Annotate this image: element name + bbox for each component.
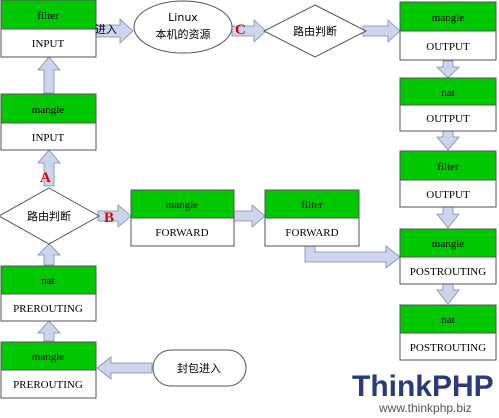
- chain-label: FORWARD: [285, 227, 338, 239]
- table-label: filter: [37, 10, 59, 22]
- chain-label: OUTPUT: [426, 113, 470, 125]
- arrow-routing-to-output: [362, 19, 401, 43]
- routing-decision-left: 路由判断: [0, 187, 101, 245]
- arrow-filter-output-down: [436, 206, 460, 229]
- mark-a: A: [40, 170, 51, 186]
- arrow-mangle-fwd-to-filter-fwd: [233, 204, 266, 228]
- box-filter-output: filter OUTPUT: [399, 150, 497, 208]
- box-nat-prerouting: nat PREROUTING: [0, 265, 97, 322]
- arrow-routing-left-up: [37, 149, 61, 187]
- arrow-packet-in: [96, 356, 153, 380]
- table-label: mangle: [32, 104, 64, 116]
- chain-label: INPUT: [32, 132, 65, 144]
- table-label: filter: [301, 199, 323, 211]
- mark-b: B: [104, 210, 114, 226]
- watermark-url: www.thinkphp.biz: [378, 401, 472, 415]
- box-mangle-output: mangle OUTPUT: [399, 1, 497, 61]
- table-label: nat: [41, 275, 54, 287]
- chain-label: PREROUTING: [13, 379, 83, 391]
- packet-in-node: 封包进入: [152, 349, 247, 387]
- mark-c: C: [235, 22, 246, 38]
- table-label: nat: [441, 87, 454, 99]
- chain-label: POSTROUTING: [410, 342, 486, 354]
- routing-decision-top: 路由判断: [262, 4, 368, 58]
- arrow-mangle-input-up: [37, 56, 61, 94]
- watermark-brand: ThinkPHP: [352, 370, 494, 403]
- local-line1: Linux: [168, 11, 198, 24]
- arrow-routing-to-forward: [97, 204, 132, 228]
- chain-label: INPUT: [32, 38, 65, 50]
- table-label: mangle: [32, 351, 64, 363]
- chain-label: POSTROUTING: [410, 266, 486, 278]
- table-label: mangle: [166, 199, 198, 211]
- local-line2: 本机的资源: [156, 27, 211, 41]
- arrow-input-to-local: [95, 18, 134, 44]
- chain-label: OUTPUT: [426, 189, 470, 201]
- box-nat-postrouting: nat POSTROUTING: [399, 304, 497, 361]
- arrow-mangle-post-down: [436, 283, 460, 305]
- box-nat-output: nat OUTPUT: [399, 77, 497, 132]
- packet-in-label: 封包进入: [177, 361, 221, 375]
- table-label: nat: [441, 314, 454, 326]
- table-label: mangle: [432, 12, 464, 24]
- arrow-filter-fwd-to-postrouting: [304, 245, 401, 269]
- box-mangle-postrouting: mangle POSTROUTING: [399, 228, 497, 285]
- arrow-local-to-routing: [231, 19, 267, 43]
- box-mangle-input: mangle INPUT: [0, 93, 97, 151]
- box-filter-input: filter INPUT: [0, 0, 97, 58]
- box-filter-forward: filter FORWARD: [264, 189, 360, 247]
- box-mangle-forward: mangle FORWARD: [130, 189, 235, 247]
- table-label: filter: [437, 161, 459, 173]
- enter-label: 进入: [95, 23, 117, 36]
- chain-label: PREROUTING: [13, 303, 83, 315]
- arrow-mangle-pre-up: [37, 320, 61, 342]
- routing-decision-left-label: 路由判断: [27, 209, 71, 223]
- chain-label: FORWARD: [155, 227, 208, 239]
- chain-label: OUTPUT: [426, 41, 470, 53]
- box-mangle-prerouting: mangle PREROUTING: [0, 341, 97, 399]
- table-label: mangle: [432, 238, 464, 250]
- routing-decision-top-label: 路由判断: [293, 24, 337, 38]
- arrow-nat-output-down: [436, 130, 460, 151]
- linux-local-resources: Linux 本机的资源: [133, 0, 233, 54]
- arrow-mangle-output-down: [436, 60, 460, 79]
- arrow-nat-pre-up: [37, 243, 61, 266]
- watermark: ThinkPHP www.thinkphp.biz: [347, 362, 499, 418]
